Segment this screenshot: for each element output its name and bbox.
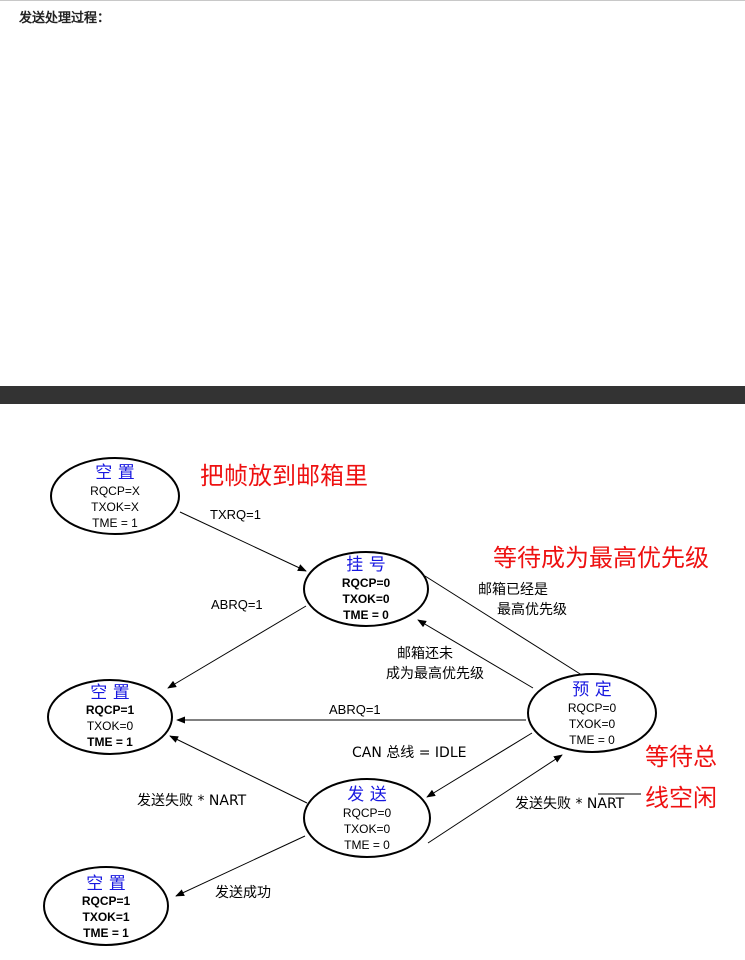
state-field: TME = 1 [87,735,133,749]
state-scheduled: 预 定 RQCP=0 TXOK=0 TME = 0 [527,673,657,753]
fail-prefix: 发送失败 * [515,796,587,812]
state-idle-success: 空 置 RQCP=1 TXOK=1 TME = 1 [43,866,169,946]
state-field: TME = 0 [569,733,615,747]
state-name: 空 置 [95,463,134,483]
annotation-wait-priority: 等待成为最高优先级 [493,544,709,572]
annotation-put-frame: 把帧放到邮箱里 [200,462,368,490]
state-field: TXOK=1 [82,910,129,924]
label-not-highest-line2: 成为最高优先级 [386,665,484,682]
state-field: TXOK=0 [87,719,134,733]
state-field: TME = 0 [343,608,389,622]
state-name: 空 置 [86,874,125,894]
state-transmit: 发 送 RQCP=0 TXOK=0 TME = 0 [303,778,431,858]
arrow-pending-to-scheduled [424,575,597,685]
state-field: RQCP=1 [82,894,131,908]
state-field: RQCP=0 [568,701,617,715]
state-field: TXOK=X [91,500,139,514]
label-fail-nart: 发送失败 * NART [137,793,247,809]
label-highest-line1: 邮箱已经是 [478,582,548,598]
arrow-transmit-to-idle [169,735,308,804]
arrow-idle-to-pending [179,511,307,572]
state-field: RQCP=0 [342,576,391,590]
state-name: 挂 号 [346,555,385,575]
label-fail-not-nart: 发送失败 * NART [515,796,625,812]
dark-separator-band [0,386,745,404]
state-field: TXOK=0 [569,717,616,731]
label-abrq-scheduled: ABRQ=1 [329,702,381,717]
section-heading: 发送处理过程： [19,11,111,26]
transition-arrows [167,511,597,897]
state-name: 预 定 [572,680,611,700]
state-field: RQCP=0 [343,806,392,820]
arrow-pending-to-idle [167,605,307,689]
top-divider [0,0,745,1]
arrow-scheduled-to-transmit [426,732,533,798]
state-pending: 挂 号 RQCP=0 TXOK=0 TME = 0 [303,551,429,627]
nart-overbar: NART [587,796,625,812]
annotation-wait-bus-line1: 等待总 [645,743,717,771]
label-txrq: TXRQ=1 [210,507,261,522]
state-field: RQCP=X [90,484,140,498]
label-not-highest-line1: 邮箱还未 [397,646,453,662]
label-abrq-pending: ABRQ=1 [211,597,263,612]
annotation-wait-bus-line2: 线空闲 [645,784,717,812]
label-success: 发送成功 [215,885,271,901]
arrow-transmit-to-done [175,835,306,897]
label-highest-line2: 最高优先级 [497,601,567,618]
state-idle-initial: 空 置 RQCP=X TXOK=X TME = 1 [50,457,180,535]
state-name: 空 置 [90,683,129,703]
state-field: TXOK=0 [344,822,391,836]
label-can-idle: CAN 总线 = IDLE [352,745,466,761]
state-field: TME = 1 [83,926,129,940]
state-name: 发 送 [347,785,386,805]
arrow-scheduled-to-pending [417,619,534,689]
state-field: RQCP=1 [86,703,135,717]
state-field: TXOK=0 [342,592,389,606]
state-field: TME = 0 [344,838,390,852]
state-idle-aborted: 空 置 RQCP=1 TXOK=0 TME = 1 [47,679,173,755]
arrow-transmit-to-scheduled [427,754,563,844]
state-field: TME = 1 [92,516,138,530]
